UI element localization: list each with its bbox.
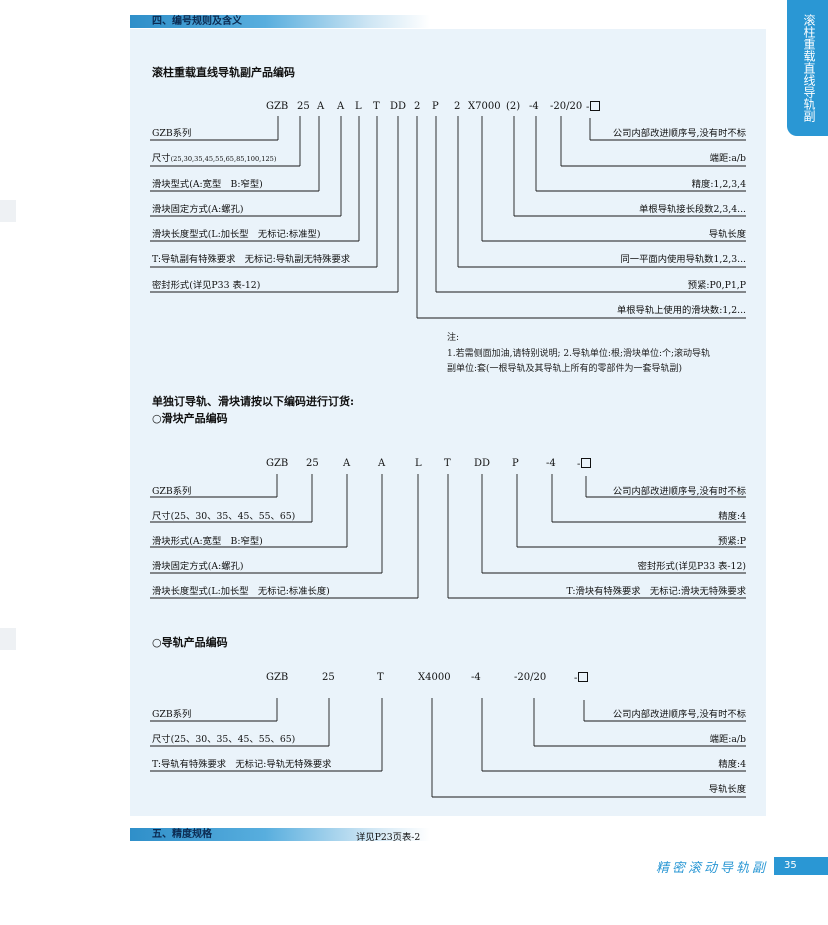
page-number: 35 (774, 857, 828, 875)
block3-heading: ○导轨产品编码 (152, 636, 228, 649)
code-block-count: 2 (414, 101, 421, 112)
label-series: GZB系列 (152, 128, 192, 139)
code-splice: (2) (506, 101, 521, 112)
b3-label-series: GZB系列 (152, 709, 192, 720)
label-rail-count: 同一平面内使用导轨数1,2,3... (620, 254, 747, 265)
b3-label-special: T:导轨有特殊要求 无标记:导轨无特殊要求 (152, 759, 332, 770)
code-rail-count: 2 (454, 101, 461, 112)
b3-label-size: 尺寸(25、30、35、45、55、65) (152, 734, 296, 745)
b2-label-special: T:滑块有特殊要求 无标记:滑块无特殊要求 (566, 586, 746, 597)
revision-box-icon (581, 458, 592, 468)
code-series: GZB (266, 101, 289, 112)
b2-label-seal: 密封形式(详见P33 表-12) (637, 561, 746, 572)
revision-box-icon (578, 672, 589, 682)
b2-label-series: GZB系列 (152, 486, 192, 497)
b2-label-size: 尺寸(25、30、35、45、55、65) (152, 511, 296, 522)
code-block-fix: A (337, 101, 345, 112)
code-block-type: A (317, 101, 325, 112)
b3-code-size: 25 (322, 672, 335, 683)
footer-title: 精密滚动导轨副 (655, 861, 768, 876)
label-block-length: 滑块长度型式(L:加长型 无标记:标准型) (152, 229, 321, 240)
b2-label-preload: 预紧:P (718, 536, 746, 547)
b3-code-end-distance: -20/20 (514, 672, 547, 683)
code-end-distance: -20/20 (550, 101, 583, 112)
label-preload: 预紧:P0,P1,P (687, 280, 746, 291)
code-rail-length: X7000 (468, 101, 501, 112)
b2-code-accuracy: -4 (546, 458, 556, 469)
b3-code-series: GZB (266, 672, 289, 683)
b3-label-end-distance: 端距:a/b (709, 734, 746, 745)
note-line-1: 1.若需侧面加油,请特别说明; 2.导轨单位:根;滑块单位:个;滚动导轨 (447, 349, 711, 359)
block2-heading: ○滑块产品编码 (152, 412, 228, 425)
b2-code-special: T (444, 458, 451, 469)
b2-code-revision: - (577, 458, 592, 470)
b2-code-preload: P (512, 458, 519, 469)
label-seal: 密封形式(详见P33 表-12) (152, 280, 261, 291)
section-5-title: 五、精度规格 (152, 829, 212, 840)
b3-code-revision: - (574, 672, 589, 684)
code-special: T (373, 101, 380, 112)
note-line-2: 副单位:套(一根导轨及其导轨上所有的零部件为一套导轨副) (447, 364, 683, 374)
code-size: 25 (297, 101, 310, 112)
section-4-bar (130, 15, 430, 28)
chapter-tab (787, 0, 828, 136)
b2-label-block-fix: 滑块固定方式(A:螺孔) (152, 561, 244, 572)
revision-box-icon (590, 101, 601, 111)
label-end-distance: 端距:a/b (709, 153, 746, 164)
code-revision: - (586, 101, 601, 113)
label-special: T:导轨副有特殊要求 无标记:导轨副无特殊要求 (152, 254, 351, 265)
b3-label-rail-length: 导轨长度 (708, 784, 746, 795)
b2-code-block-type: A (343, 458, 351, 469)
b3-label-revision: 公司内部改进顺序号,没有时不标 (612, 709, 746, 720)
page-edge-mark (0, 200, 16, 222)
b2-code-seal: DD (474, 458, 491, 469)
label-block-fix: 滑块固定方式(A:螺孔) (152, 204, 244, 215)
section-5-bar (130, 828, 430, 841)
block1-heading: 滚柱重载直线导轨副产品编码 (152, 66, 295, 79)
chapter-tab-label: 滚柱重载直线导轨副 (802, 14, 816, 122)
b2-code-block-fix: A (378, 458, 386, 469)
note-title: 注: (447, 333, 460, 343)
content-panel (130, 29, 766, 816)
label-block-count: 单根导轨上使用的滑块数:1,2... (616, 305, 746, 316)
label-revision: 公司内部改进顺序号,没有时不标 (612, 128, 746, 139)
b2-label-accuracy: 精度:4 (718, 511, 746, 522)
code-block-length: L (355, 101, 362, 112)
order-heading: 单独订导轨、滑块请按以下编码进行订货: (152, 395, 355, 408)
label-block-type: 滑块型式(A:宽型 B:窄型) (152, 179, 263, 190)
label-size: 尺寸(25,30,35,45,55,65,85,100,125) (152, 153, 277, 164)
label-rail-length: 导轨长度 (708, 229, 746, 240)
section-4-title: 四、编号规则及含义 (152, 16, 242, 27)
b2-label-block-type: 滑块形式(A:宽型 B:窄型) (152, 536, 263, 547)
b2-code-size: 25 (306, 458, 319, 469)
b2-code-block-length: L (415, 458, 422, 469)
b2-code-series: GZB (266, 458, 289, 469)
code-accuracy: -4 (529, 101, 539, 112)
b2-label-revision: 公司内部改进顺序号,没有时不标 (612, 486, 746, 497)
b3-code-rail-length: X4000 (418, 672, 451, 683)
b3-label-accuracy: 精度:4 (718, 759, 746, 770)
page-edge-mark (0, 628, 16, 650)
label-accuracy: 精度:1,2,3,4 (691, 179, 746, 190)
section-5-reference: 详见P23页表-2 (356, 832, 421, 843)
code-seal: DD (390, 101, 407, 112)
b3-code-special: T (377, 672, 384, 683)
b3-code-accuracy: -4 (471, 672, 481, 683)
b2-label-block-length: 滑块长度型式(L:加长型 无标记:标准长度) (152, 586, 330, 597)
code-preload: P (432, 101, 439, 112)
label-splice: 单根导轨接长段数2,3,4... (639, 204, 746, 215)
